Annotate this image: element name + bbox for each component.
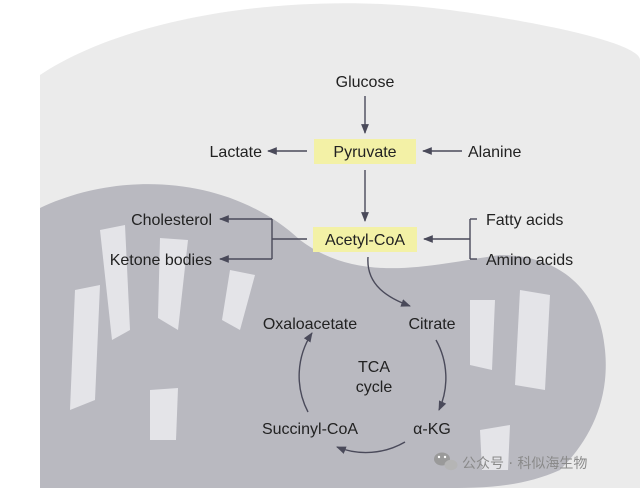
label-acetyl-coa: Acetyl-CoA (325, 232, 405, 249)
label-cycle: cycle (356, 379, 393, 396)
wechat-icon (434, 452, 458, 471)
label-glucose: Glucose (336, 74, 395, 91)
label-akg: α-KG (413, 421, 451, 438)
label-oxaloacetate: Oxaloacetate (263, 316, 357, 333)
label-succinyl-coa: Succinyl-CoA (262, 421, 358, 438)
watermark-text: 公众号 · 科似海生物 (462, 456, 587, 472)
mitochondrion (40, 184, 606, 488)
label-lactate: Lactate (210, 144, 263, 161)
label-alanine: Alanine (468, 144, 521, 161)
label-tca: TCA (358, 359, 390, 376)
label-citrate: Citrate (408, 316, 455, 333)
arrow-acetyl-coa-citrate (367, 256, 411, 307)
acetyl-coa-outputs-connector (219, 215, 307, 263)
watermark: 公众号 · 科似海生物 (434, 452, 587, 472)
acetyl-coa-inputs-connector (423, 218, 477, 260)
label-amino-acids: Amino acids (486, 252, 573, 269)
label-ketone-bodies: Ketone bodies (110, 252, 212, 269)
acetyl-coa-highlight (313, 227, 417, 252)
label-cholesterol: Cholesterol (131, 212, 212, 229)
label-pyruvate: Pyruvate (333, 144, 396, 161)
label-fatty-acids: Fatty acids (486, 212, 563, 229)
pyruvate-highlight (314, 139, 416, 164)
tca-cycle-arrows (298, 332, 447, 454)
